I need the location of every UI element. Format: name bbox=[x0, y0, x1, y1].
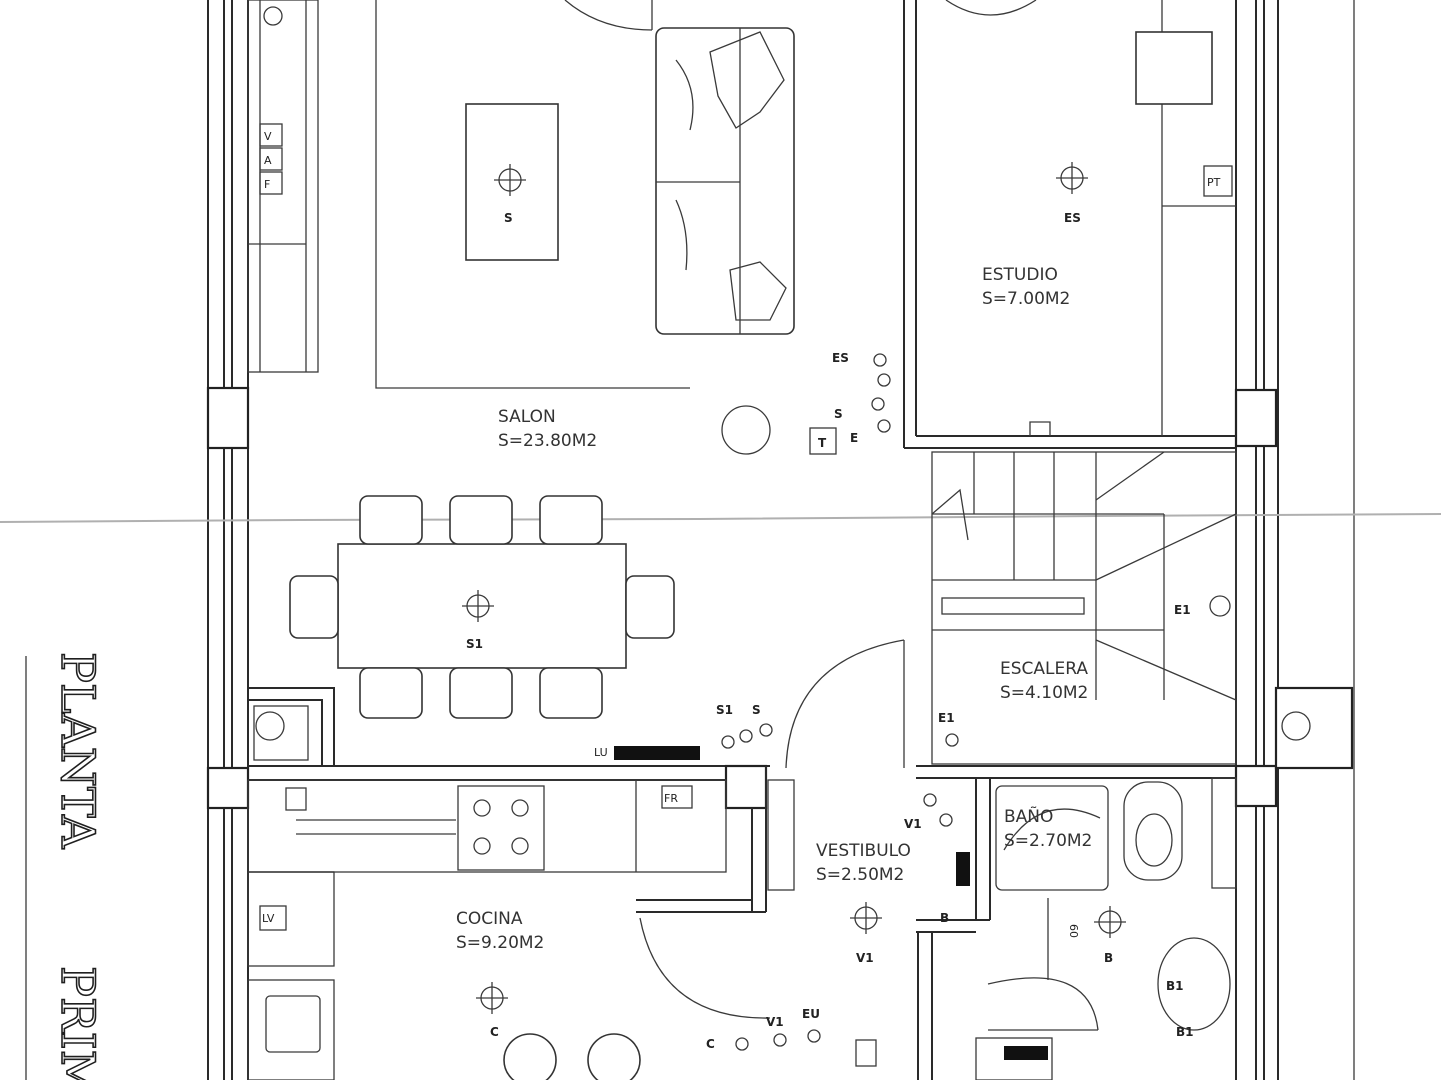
bano-switch-code: B1 bbox=[1176, 1025, 1194, 1039]
cocina-switch-v1: V1 bbox=[766, 1015, 784, 1029]
salon-switch-s1: S1 bbox=[716, 703, 733, 717]
fr-label: FR bbox=[664, 792, 678, 805]
escalera-name: ESCALERA bbox=[1000, 659, 1088, 679]
salon-area: S=23.80M2 bbox=[498, 431, 597, 451]
estudio-name: ESTUDIO bbox=[982, 265, 1058, 285]
cooktop bbox=[457, 785, 545, 871]
dining-light-code: S1 bbox=[466, 637, 483, 651]
salon-rug bbox=[375, 0, 690, 389]
bano-area: S=2.70M2 bbox=[1004, 831, 1092, 851]
salon-name: SALON bbox=[498, 407, 556, 427]
kitchen-switch-code: C bbox=[706, 1037, 715, 1051]
staircase bbox=[931, 451, 1237, 765]
panel-icon bbox=[956, 852, 970, 886]
tv-outlet-code: T bbox=[818, 436, 827, 450]
bathroom-fixtures bbox=[975, 777, 1237, 1080]
switch-s-code: S bbox=[834, 407, 843, 421]
stair-switch-code: E1 bbox=[938, 711, 955, 725]
estudio-walls bbox=[903, 0, 1236, 449]
vestibulo-name: VESTIBULO bbox=[816, 841, 911, 861]
armchair bbox=[1135, 31, 1213, 105]
appliance-label-v: V bbox=[264, 130, 272, 143]
salon-light-code: S bbox=[504, 211, 513, 225]
cocina-switch-eu: EU bbox=[802, 1007, 820, 1021]
es-switch-code: ES bbox=[832, 351, 849, 365]
doors bbox=[639, 639, 1099, 1031]
dimension-60: 60 bbox=[1067, 924, 1080, 938]
sink bbox=[265, 995, 321, 1053]
escalera-area: S=4.10M2 bbox=[1000, 683, 1088, 703]
salon-switches bbox=[721, 723, 773, 749]
salon-switch-s: S bbox=[752, 703, 761, 717]
handwritten-prim: PRIM bbox=[51, 966, 105, 1080]
switch-group-salon-estudio bbox=[721, 353, 891, 455]
toilet bbox=[1123, 781, 1183, 881]
shower bbox=[995, 785, 1109, 891]
bath-switch-code: B bbox=[940, 911, 949, 925]
column-circle bbox=[721, 405, 771, 455]
stair-light-code: E1 bbox=[1174, 603, 1191, 617]
cocina-light-code: C bbox=[490, 1025, 499, 1039]
coffee-table bbox=[465, 103, 559, 261]
vestibulo-light-code: V1 bbox=[856, 951, 874, 965]
appliance-label-a: A bbox=[264, 154, 272, 167]
switch-e-code: E bbox=[850, 431, 858, 445]
dining-table bbox=[289, 495, 675, 719]
lv-label: LV bbox=[262, 912, 275, 925]
bano-light-code: B bbox=[1104, 951, 1113, 965]
kitchen-counter bbox=[247, 779, 795, 1080]
pt-outlet-label: PT bbox=[1207, 176, 1221, 189]
vest-switch-code: V1 bbox=[904, 817, 922, 831]
paper-fold-line bbox=[0, 513, 1441, 523]
lu-label: LU bbox=[594, 746, 608, 759]
kitchen-switches bbox=[735, 1029, 877, 1067]
vestibulo-area: S=2.50M2 bbox=[816, 865, 904, 885]
left-storage-unit bbox=[247, 0, 319, 373]
appliance-label-f: F bbox=[264, 178, 270, 191]
radiator-icon bbox=[614, 746, 700, 760]
tv-outlet-icon bbox=[809, 427, 837, 455]
interior-walls bbox=[248, 686, 1354, 1080]
cocina-area: S=9.20M2 bbox=[456, 933, 544, 953]
estudio-light-code: ES bbox=[1064, 211, 1081, 225]
cocina-name: COCINA bbox=[456, 909, 523, 929]
sofa bbox=[655, 27, 795, 335]
bano-wall-light-code: B1 bbox=[1166, 979, 1184, 993]
bano-name: BAÑO bbox=[1004, 805, 1053, 827]
handwritten-planta: PLANTA bbox=[51, 652, 105, 849]
washbasin bbox=[1157, 937, 1231, 1031]
estudio-area: S=7.00M2 bbox=[982, 289, 1070, 309]
